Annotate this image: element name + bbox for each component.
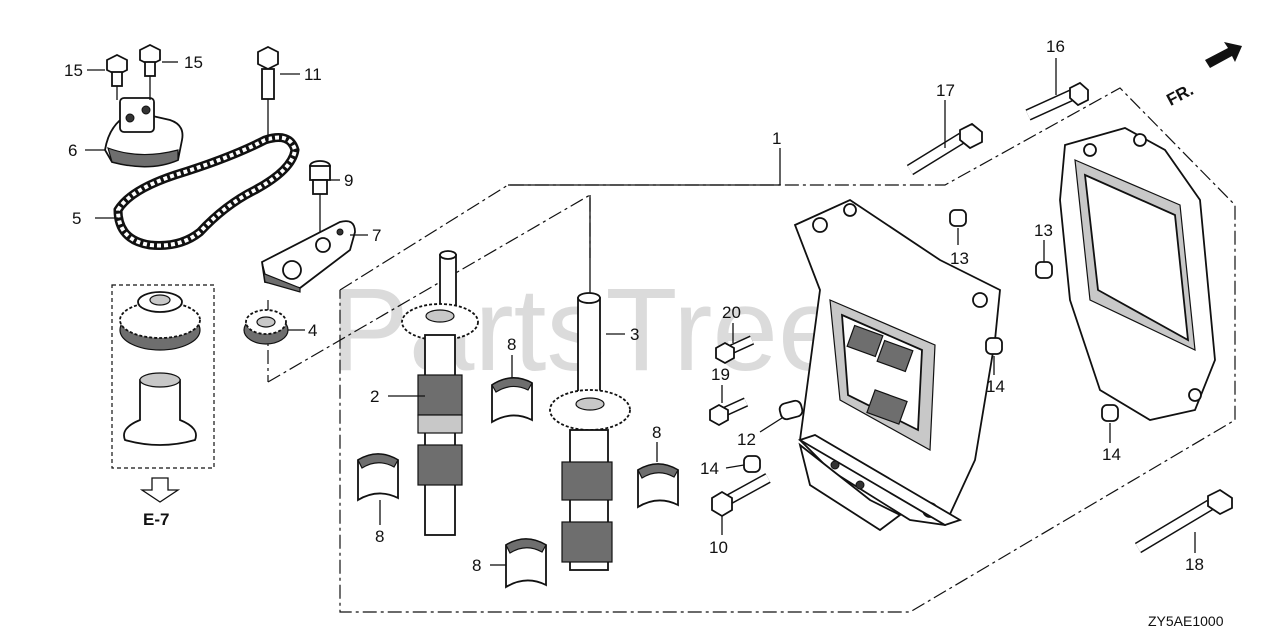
dowel-part-13b xyxy=(1035,261,1053,279)
callout-16[interactable]: 16 xyxy=(1046,37,1065,56)
callout-13b[interactable]: 13 xyxy=(1034,221,1053,240)
camshaft-part-3 xyxy=(549,292,631,571)
bolt-part-17 xyxy=(906,122,983,176)
bolt-part-10 xyxy=(711,473,771,518)
callout-2[interactable]: 2 xyxy=(370,387,379,406)
dowel-part-12 xyxy=(778,399,804,421)
pin-part-9 xyxy=(309,160,331,238)
dowel-part-14c xyxy=(743,455,761,473)
callout-10[interactable]: 10 xyxy=(709,538,728,557)
inset-box xyxy=(111,284,215,469)
bolt-part-16 xyxy=(1025,81,1089,121)
callout-1[interactable]: 1 xyxy=(772,129,781,148)
small-gear-part-4 xyxy=(243,309,289,345)
camshaft-part-2 xyxy=(401,250,479,536)
down-arrow-icon xyxy=(139,477,181,503)
cam-holder-part-1 xyxy=(793,198,1001,526)
callout-13a[interactable]: 13 xyxy=(950,249,969,268)
bearing-half-8b xyxy=(357,453,399,502)
dowel-part-14b xyxy=(1101,404,1119,422)
callout-15b[interactable]: 15 xyxy=(184,53,203,72)
gasket-plate xyxy=(798,442,902,532)
callout-12[interactable]: 12 xyxy=(737,430,756,449)
reference-code: ZY5AE1000 xyxy=(1148,613,1224,629)
callout-8d[interactable]: 8 xyxy=(472,556,481,575)
callout-20[interactable]: 20 xyxy=(722,303,741,322)
dowel-part-13a xyxy=(949,209,967,227)
callout-6[interactable]: 6 xyxy=(68,141,77,160)
inset-gear-drawing xyxy=(119,291,201,446)
page-ref-label[interactable]: E-7 xyxy=(143,510,169,529)
bearing-half-8d xyxy=(505,538,547,589)
callout-14c[interactable]: 14 xyxy=(700,459,719,478)
callout-8b[interactable]: 8 xyxy=(375,527,384,546)
callout-8c[interactable]: 8 xyxy=(652,423,661,442)
front-label: FR. xyxy=(1163,80,1196,110)
timing-chain-part-5 xyxy=(113,133,300,250)
callout-18[interactable]: 18 xyxy=(1185,555,1204,574)
chain-tensioner-part-6 xyxy=(104,97,184,168)
callout-14a[interactable]: 14 xyxy=(986,377,1005,396)
bolt-part-19 xyxy=(709,397,749,427)
bolt-15-right xyxy=(139,43,161,100)
bearing-half-8c xyxy=(637,463,679,509)
dowel-part-14a xyxy=(985,337,1003,355)
chain-guide-part-7 xyxy=(261,220,356,293)
front-direction-indicator: FR. xyxy=(1163,42,1242,110)
bolt-part-11 xyxy=(257,45,279,140)
callout-19[interactable]: 19 xyxy=(711,365,730,384)
callout-8a[interactable]: 8 xyxy=(507,335,516,354)
bolt-part-18 xyxy=(1134,488,1233,554)
callout-9[interactable]: 9 xyxy=(344,171,353,190)
bolt-part-20 xyxy=(715,335,755,365)
callout-labels: 1 2 3 4 5 6 7 8 8 8 8 9 10 11 12 13 13 1… xyxy=(64,37,1204,575)
callout-4[interactable]: 4 xyxy=(308,321,317,340)
callout-15a[interactable]: 15 xyxy=(64,61,83,80)
bolt-15-left xyxy=(106,53,128,100)
bearing-half-8a xyxy=(491,377,533,424)
leader-lines xyxy=(85,58,1196,566)
callout-17[interactable]: 17 xyxy=(936,81,955,100)
callout-3[interactable]: 3 xyxy=(630,325,639,344)
callout-11[interactable]: 11 xyxy=(304,65,322,84)
head-cover-right xyxy=(1059,127,1216,421)
callout-14b[interactable]: 14 xyxy=(1102,445,1121,464)
callout-7[interactable]: 7 xyxy=(372,226,381,245)
callout-5[interactable]: 5 xyxy=(72,209,81,228)
